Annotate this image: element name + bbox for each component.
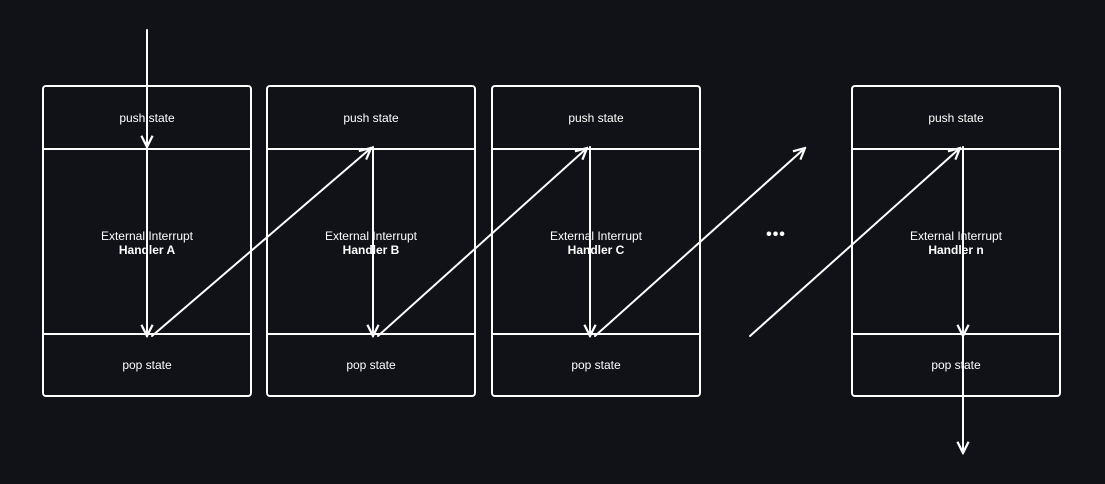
- push-state-c: push state: [493, 87, 699, 150]
- handler-b-body: External Interrupt Handler B: [268, 150, 474, 336]
- handler-b-title: External Interrupt: [324, 229, 418, 243]
- handler-b-name: Handler B: [342, 243, 400, 257]
- prev-to-n-arrow: [749, 148, 960, 337]
- handler-c-body: External Interrupt Handler C: [493, 150, 699, 336]
- handler-n-name: Handler n: [928, 243, 984, 257]
- handler-c-title: External Interrupt: [549, 229, 643, 243]
- pop-state-n: pop state: [853, 333, 1059, 395]
- c-to-next-arrow: [594, 148, 805, 337]
- handler-n-title: External Interrupt: [909, 229, 1003, 243]
- a-to-b-arrow: [151, 148, 371, 337]
- b-to-c-arrow: [377, 148, 587, 337]
- handler-n-body: External Interrupt Handler n: [853, 150, 1059, 336]
- handler-c-name: Handler C: [567, 243, 625, 257]
- handler-n-box: push state External Interrupt Handler n …: [851, 85, 1061, 397]
- ellipsis-more-handlers: •••: [766, 226, 786, 243]
